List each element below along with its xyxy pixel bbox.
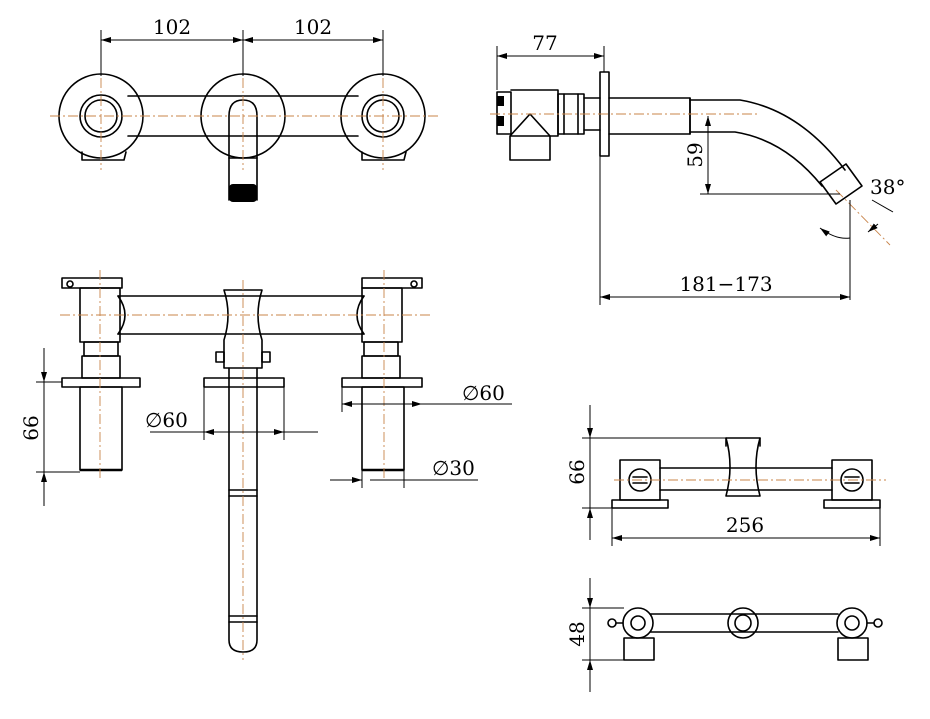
dim-top-left-spacing: 102 <box>153 15 191 39</box>
dim-side-drop: 59 <box>683 142 707 167</box>
dim-front-flange-left: ∅60 <box>145 408 188 432</box>
side-view: 77 59 38° 181−173 <box>490 31 905 305</box>
dim-front-flange-right: ∅60 <box>462 381 505 405</box>
box-top-view: 48 <box>565 578 883 692</box>
dim-spout-angle: 38° <box>870 175 905 199</box>
dim-front-body-dia: ∅30 <box>432 456 475 480</box>
dim-box-height: 66 <box>565 459 589 484</box>
dim-spout-reach: 181−173 <box>679 272 772 296</box>
dim-front-height: 66 <box>19 415 43 440</box>
front-view: 66 ∅60 ∅60 ∅30 <box>19 270 512 660</box>
dim-box-width: 256 <box>726 513 764 537</box>
top-view: 102 102 <box>50 15 440 202</box>
dim-box-depth: 48 <box>565 621 589 646</box>
dim-top-right-spacing: 102 <box>294 15 332 39</box>
box-front-view: 66 256 <box>565 405 886 546</box>
dim-side-depth: 77 <box>532 31 557 55</box>
